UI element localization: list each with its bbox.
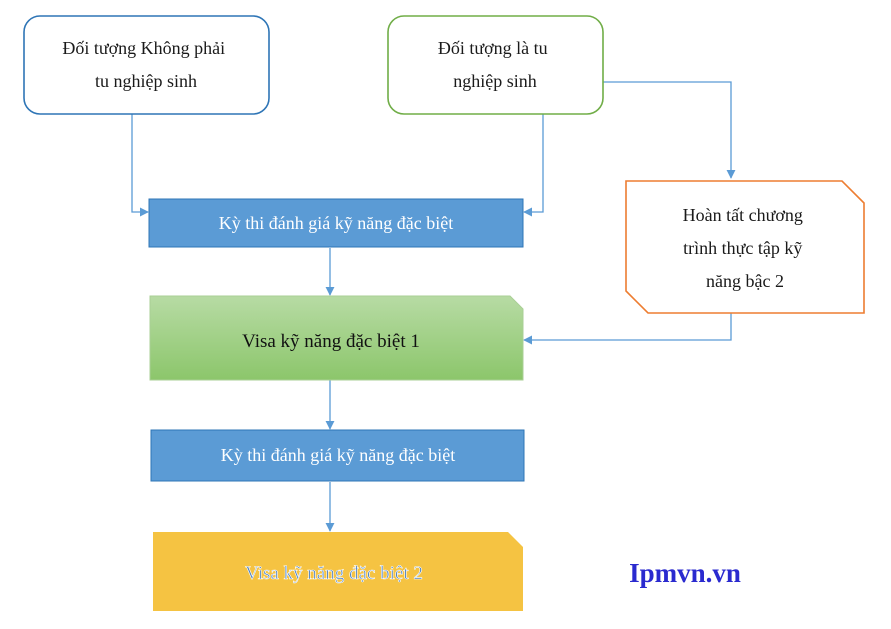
node-trainee-line-1: Đối tượng là tu <box>438 38 548 58</box>
node-complete-training-line-2: trình thực tập kỹ <box>683 238 802 258</box>
node-non-trainee-line-1: Đối tượng Không phải <box>62 38 225 58</box>
node-visa-2-label: Visa kỹ năng đặc biệt 2 <box>245 563 423 584</box>
node-exam-2: Kỳ thi đánh giá kỹ năng đặc biệt <box>150 429 525 482</box>
node-complete-training-line-1: Hoàn tất chương <box>683 205 803 225</box>
node-non-trainee-line-2: tu nghiệp sinh <box>95 71 197 91</box>
connector-trainee-to-completion <box>603 81 736 179</box>
node-trainee: Đối tượng là tu nghiệp sinh <box>387 15 604 115</box>
svg-text:Hoàn tất chương trình th: Hoàn tất chương trình thực tập kỹ năng b… <box>683 205 808 291</box>
connectors <box>131 81 736 532</box>
node-trainee-box <box>387 15 604 115</box>
connector-completion-to-visa1 <box>523 313 732 345</box>
brand-watermark: Ipmvn.vn <box>629 558 741 588</box>
node-exam-2-label: Kỳ thi đánh giá kỹ năng đặc biệt <box>221 445 455 465</box>
node-non-trainee-box <box>23 15 270 115</box>
node-visa-1-box <box>149 295 524 381</box>
node-visa-1-label: Visa kỹ năng đặc biệt 1 <box>242 331 420 352</box>
svg-text:Đối tượng Không phải tu: Đối tượng Không phải tu nghiệp sinh <box>62 38 229 91</box>
node-complete-training: Hoàn tất chương trình thực tập kỹ năng b… <box>625 180 865 314</box>
node-visa-2: Visa kỹ năng đặc biệt 2 <box>153 532 523 611</box>
node-exam-1-box <box>148 198 524 248</box>
node-exam-1: Kỳ thi đánh giá kỹ năng đặc biệt <box>148 198 524 248</box>
node-complete-training-line-3: năng bậc 2 <box>706 271 784 291</box>
connector-trainee-to-exam <box>523 114 544 217</box>
node-exam-2-box <box>150 429 525 482</box>
node-visa-1: Visa kỹ năng đặc biệt 1 <box>149 295 524 381</box>
node-complete-training-box <box>625 180 865 314</box>
node-visa-2-box <box>153 532 523 611</box>
connector-non-trainee-to-exam <box>131 114 149 217</box>
node-trainee-line-2: nghiệp sinh <box>453 71 537 91</box>
svg-text:Đối tượng là tu nghiệp s: Đối tượng là tu nghiệp sinh <box>438 38 552 91</box>
node-exam-1-label: Kỳ thi đánh giá kỹ năng đặc biệt <box>219 213 453 233</box>
node-non-trainee: Đối tượng Không phải tu nghiệp sinh <box>23 15 270 115</box>
